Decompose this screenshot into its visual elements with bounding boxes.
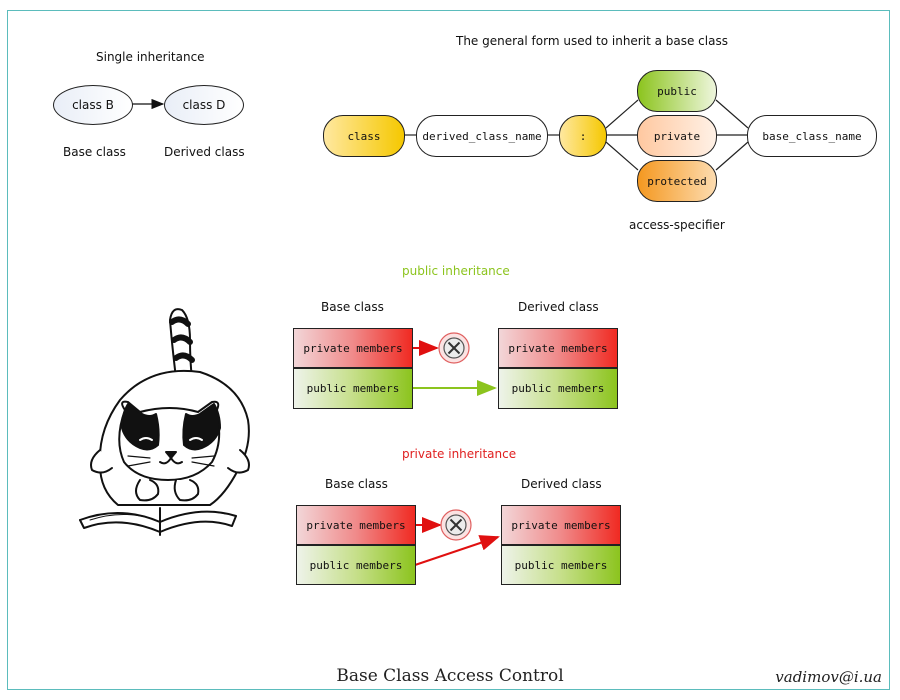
- class-keyword-node: class: [323, 115, 405, 157]
- class-keyword-label: class: [347, 129, 381, 143]
- public-base-public-members: public members: [293, 368, 413, 409]
- private-derived-public-members-label: public members: [514, 558, 608, 572]
- private-derived-class-caption: Derived class: [521, 477, 602, 491]
- private-public-arrow: [414, 535, 500, 566]
- public-base-private-members: private members: [293, 328, 413, 368]
- public-specifier-node: public: [637, 70, 717, 112]
- derived-name-node: derived_class_name: [416, 115, 548, 157]
- public-base-public-members-label: public members: [306, 382, 400, 395]
- public-derived-private-members-label: private members: [508, 341, 608, 355]
- private-base-public-members-label: public members: [309, 558, 403, 572]
- derived-class-caption: Derived class: [164, 145, 245, 159]
- private-base-private-members-label: private members: [306, 518, 406, 532]
- general-form-title: The general form used to inherit a base …: [456, 34, 728, 48]
- author-email: vadimov@i.ua: [775, 668, 882, 686]
- private-base-public-members: public members: [296, 545, 416, 585]
- public-base-private-members-label: private members: [303, 341, 403, 355]
- public-derived-public-members: public members: [498, 368, 618, 409]
- diagram-frame: [7, 10, 890, 690]
- connector-public-base: [715, 99, 749, 129]
- colon-label: :: [579, 129, 587, 143]
- private-derived-public-members: public members: [501, 545, 621, 585]
- diagram-title: Base Class Access Control: [336, 666, 564, 686]
- connector-colon-protected: [605, 141, 639, 171]
- base-name-label: base_class_name: [762, 129, 862, 143]
- connector-protected-base: [715, 141, 749, 171]
- colon-node: :: [559, 115, 607, 157]
- access-specifier-caption: access-specifier: [629, 218, 725, 232]
- node-class-b: class B: [53, 85, 133, 125]
- private-specifier-node: private: [637, 115, 717, 157]
- private-inheritance-title: private inheritance: [402, 447, 517, 461]
- public-inheritance-title: public inheritance: [402, 264, 510, 278]
- private-specifier-label: private: [653, 129, 701, 143]
- single-inheritance-title: Single inheritance: [96, 50, 205, 64]
- node-class-d: class D: [164, 85, 244, 125]
- protected-specifier-label: protected: [647, 174, 707, 188]
- node-class-b-label: class B: [72, 98, 114, 112]
- public-derived-public-members-label: public members: [511, 382, 605, 395]
- connector-colon-public: [605, 99, 639, 129]
- private-derived-private-members: private members: [501, 505, 621, 545]
- private-base-class-caption: Base class: [325, 477, 388, 491]
- protected-specifier-node: protected: [637, 160, 717, 202]
- base-class-caption: Base class: [63, 145, 126, 159]
- public-specifier-label: public: [657, 84, 697, 98]
- private-derived-private-members-label: private members: [511, 518, 611, 532]
- public-base-class-caption: Base class: [321, 300, 384, 314]
- public-derived-private-members: private members: [498, 328, 618, 368]
- private-base-private-members: private members: [296, 505, 416, 545]
- public-derived-class-caption: Derived class: [518, 300, 599, 314]
- derived-name-label: derived_class_name: [422, 129, 542, 143]
- base-name-node: base_class_name: [747, 115, 877, 157]
- node-class-d-label: class D: [182, 98, 226, 112]
